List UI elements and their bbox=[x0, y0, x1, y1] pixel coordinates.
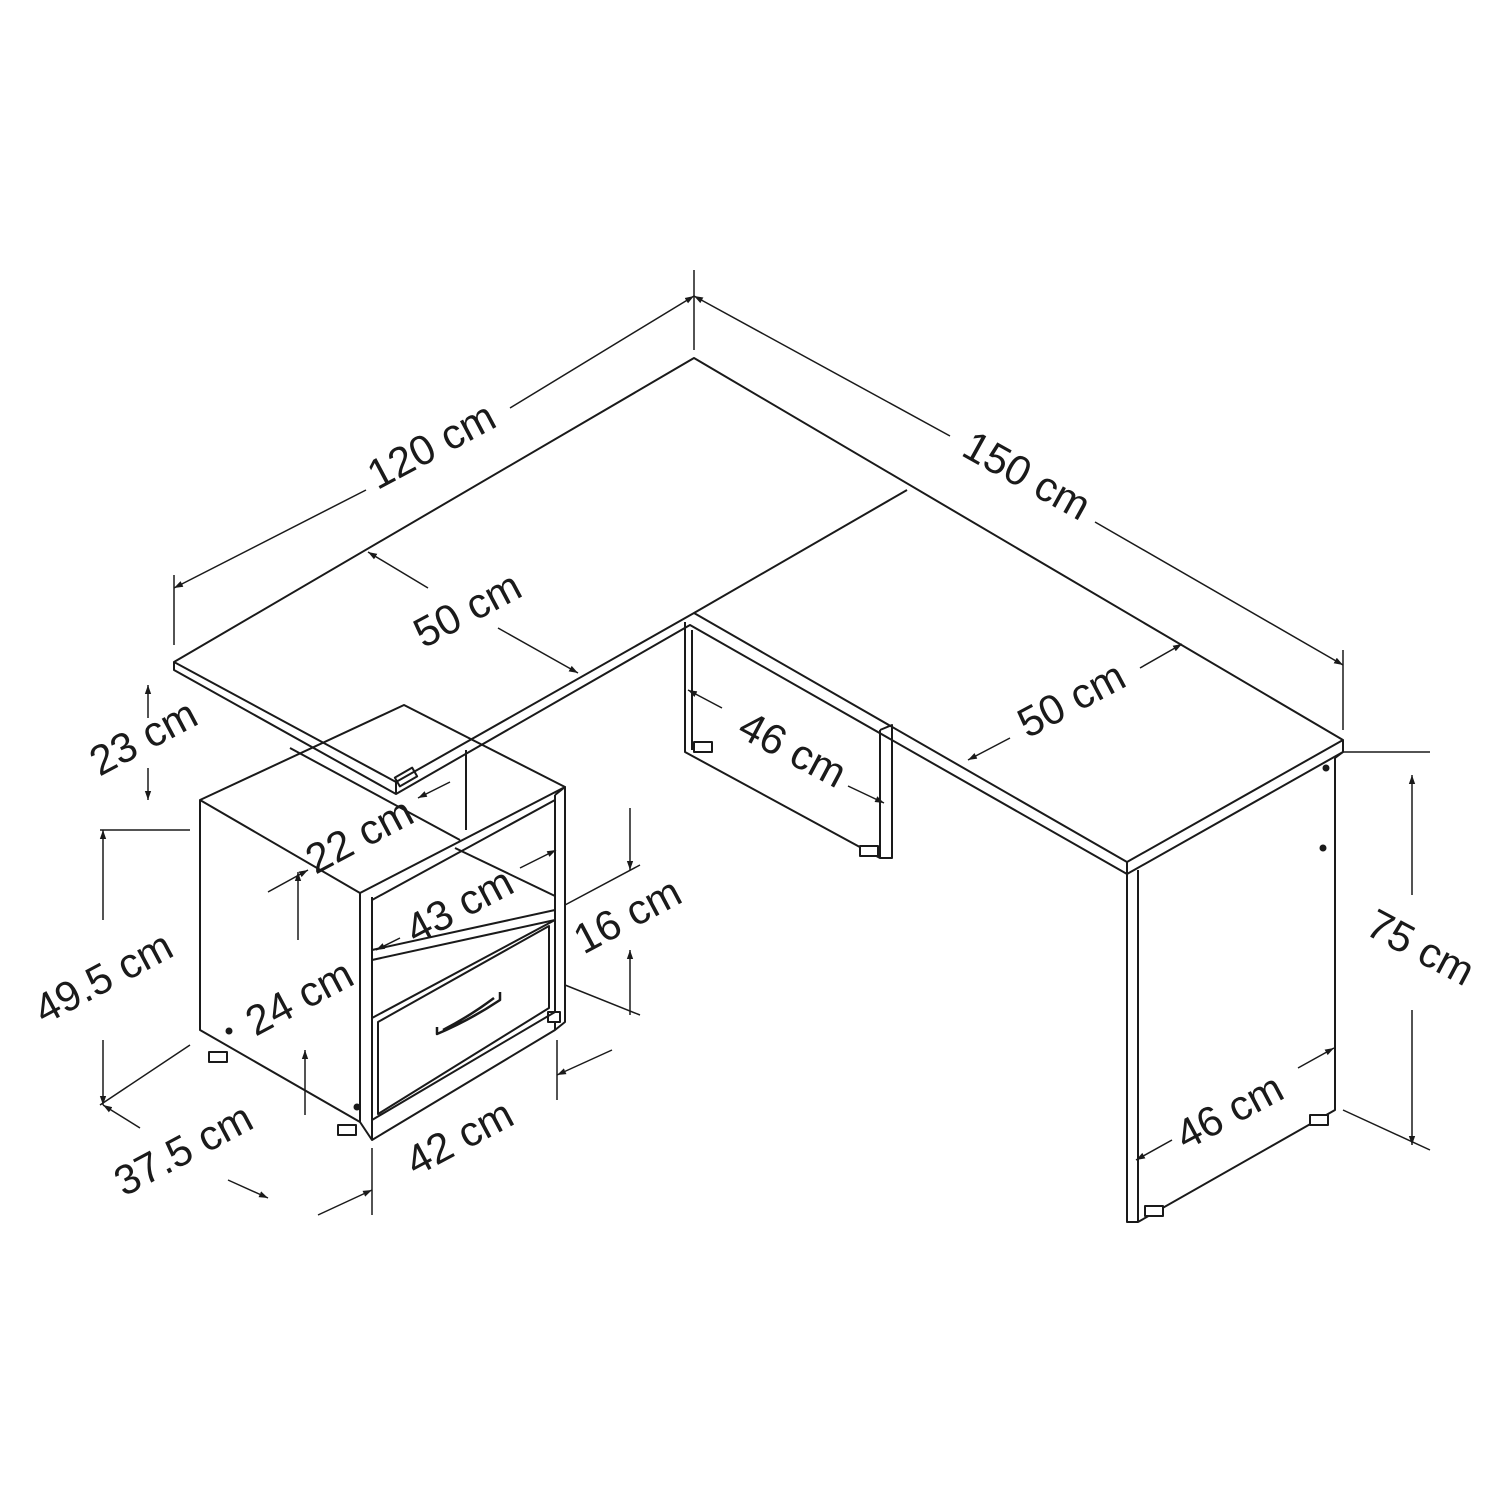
dim-line-46-end-b bbox=[1297, 1047, 1335, 1069]
desk-drawing bbox=[173, 357, 1344, 1223]
label-16: 16 cm bbox=[566, 868, 689, 963]
cabinet-foot-front bbox=[337, 1124, 357, 1136]
label-46-inner: 46 cm bbox=[731, 702, 854, 797]
label-24: 24 cm bbox=[238, 950, 361, 1045]
label-37-5: 37.5 cm bbox=[106, 1093, 260, 1205]
label-150: 150 cm bbox=[955, 421, 1098, 529]
dim-line-37-5 bbox=[102, 1104, 141, 1129]
dim-line-46-end bbox=[1135, 1139, 1173, 1161]
top-joint-seam bbox=[693, 489, 908, 614]
dim-line-50-right bbox=[967, 737, 1011, 761]
dimension-lines bbox=[99, 270, 1431, 1216]
dim-line-120 bbox=[173, 489, 367, 589]
cabinet-back-divider bbox=[454, 847, 556, 897]
inner-panel-foot-left bbox=[693, 741, 713, 753]
dim-line-43 bbox=[375, 937, 401, 951]
dim-line-22 bbox=[417, 781, 451, 799]
dim-line-37-5b bbox=[227, 1179, 269, 1199]
top-connector bbox=[393, 766, 419, 788]
end-panel bbox=[1126, 751, 1344, 1223]
end-panel-foot-front bbox=[1144, 1205, 1164, 1217]
end-panel-foot-back bbox=[1309, 1114, 1329, 1126]
label-49-5: 49.5 cm bbox=[26, 921, 180, 1033]
dim-line-43b bbox=[519, 849, 557, 869]
dim-line-120b bbox=[509, 295, 695, 409]
drawer-handle bbox=[435, 992, 502, 1036]
drawer-front bbox=[371, 919, 556, 1121]
dim-line-46-inner bbox=[687, 689, 723, 709]
label-46-end: 46 cm bbox=[1168, 1064, 1291, 1159]
dim-line-50-right-b bbox=[1139, 643, 1183, 669]
dim-line-42 bbox=[317, 1189, 373, 1216]
dim-line-50-left bbox=[367, 551, 429, 589]
dim-line-50-left-b bbox=[497, 627, 579, 674]
end-panel-hole-mid bbox=[1319, 844, 1327, 852]
cabinet-foot-side bbox=[208, 1051, 228, 1063]
dim-line-46-inner-b bbox=[847, 785, 885, 804]
cabinet-front-hole bbox=[353, 1103, 361, 1111]
dim-line-150b bbox=[1094, 521, 1344, 666]
end-panel-hole-top bbox=[1322, 764, 1330, 772]
label-42: 42 cm bbox=[398, 1090, 521, 1185]
label-75: 75 cm bbox=[1359, 900, 1482, 995]
inner-panel-foot-right bbox=[859, 845, 879, 857]
label-22: 22 cm bbox=[298, 788, 421, 883]
dim-line-150 bbox=[693, 295, 951, 437]
dim-line-22b bbox=[267, 869, 309, 893]
cabinet-shelf bbox=[371, 799, 556, 961]
label-23: 23 cm bbox=[82, 690, 205, 785]
label-43: 43 cm bbox=[398, 858, 521, 953]
dim-line-42b bbox=[556, 1049, 613, 1076]
cabinet-side-hole bbox=[225, 1027, 233, 1035]
desk-top-surface bbox=[173, 357, 1344, 863]
